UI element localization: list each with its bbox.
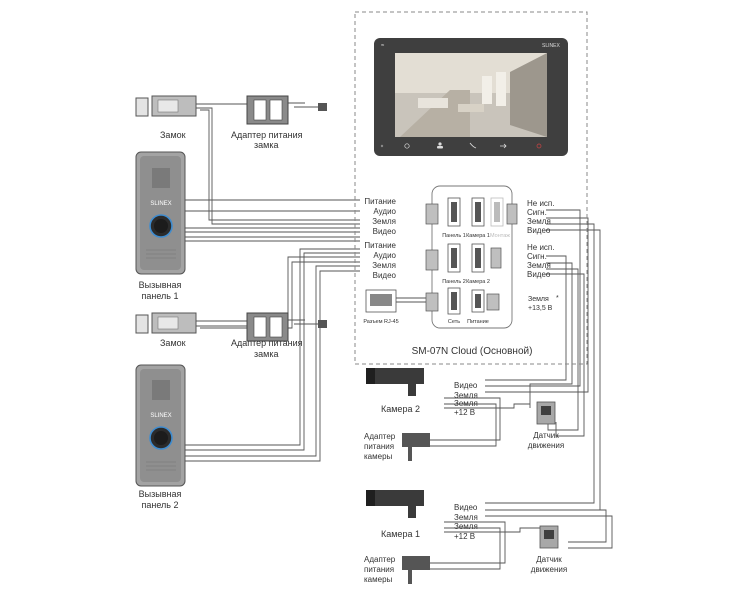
- svg-text:Земля: Земля: [454, 522, 478, 531]
- motion-sensor-2: Датчик движения: [528, 401, 564, 450]
- svg-text:Камера 2: Камера 2: [381, 404, 420, 414]
- svg-text:Камера 1: Камера 1: [381, 529, 420, 539]
- svg-text:+12 В: +12 В: [454, 532, 475, 541]
- wires: [185, 102, 613, 570]
- svg-text:Датчик: Датчик: [533, 431, 559, 440]
- lock-1: Замок: [135, 95, 197, 140]
- svg-text:Земля: Земля: [372, 217, 396, 226]
- status-led: [380, 144, 384, 148]
- svg-text:Не исп.: Не исп.: [527, 199, 554, 208]
- motion-sensor-1: Датчик движения: [531, 525, 567, 574]
- svg-text:движения: движения: [531, 565, 567, 574]
- panel-2-brand: SLINEX: [150, 413, 171, 419]
- svg-text:Земля: Земля: [527, 261, 551, 270]
- monitor-connectors: [365, 197, 518, 315]
- svg-text:Датчик: Датчик: [536, 555, 562, 564]
- connector-labels: Панель 1 Камера 1 Монтаж Панель 2 Камера…: [363, 233, 510, 325]
- svg-text:Видео: Видео: [454, 381, 478, 390]
- svg-text:панель 1: панель 1: [141, 291, 178, 301]
- svg-text:Земля: Земля: [454, 513, 478, 522]
- svg-text:Не исп.: Не исп.: [527, 243, 554, 252]
- handset-icon: [469, 142, 477, 149]
- terminal-labels-group1: Питание Аудио Земля Видео: [364, 197, 396, 236]
- camera-adapter-1: Адаптер питания камеры: [364, 555, 430, 584]
- svg-text:Аудио: Аудио: [373, 207, 396, 216]
- svg-text:Земля: Земля: [527, 217, 551, 226]
- lock-2-label: Замок: [160, 338, 186, 348]
- svg-text:Вызывная: Вызывная: [139, 489, 182, 499]
- svg-text:замка: замка: [254, 349, 278, 359]
- svg-text:замка: замка: [254, 140, 278, 150]
- svg-text:Видео: Видео: [454, 503, 478, 512]
- terminal-labels-right2: Не исп. Сигн. Земля Видео: [527, 243, 554, 279]
- lock-2: Замок: [135, 312, 197, 348]
- camera-1: Камера 1 Видео Земля Земля +12 В: [366, 490, 478, 541]
- camera-2: Камера 2 Видео Земля Земля +12 В: [366, 368, 478, 417]
- svg-text:камеры: камеры: [364, 575, 393, 584]
- svg-text:Видео: Видео: [373, 227, 397, 236]
- svg-text:Питание: Питание: [364, 197, 396, 206]
- svg-text:камеры: камеры: [364, 452, 393, 461]
- terminal-labels-group2: Питание Аудио Земля Видео: [364, 241, 396, 280]
- svg-text:Монтаж: Монтаж: [490, 233, 510, 239]
- svg-text:Панель 1: Панель 1: [442, 233, 466, 239]
- svg-text:Камера 1: Камера 1: [466, 233, 490, 239]
- svg-text:Камера 2: Камера 2: [466, 279, 490, 285]
- monitor-device: SLINEX ≈: [374, 38, 568, 156]
- svg-text:движения: движения: [528, 441, 564, 450]
- lock-adapter-2: Адаптер питания замка: [231, 312, 327, 359]
- svg-text:Сигн.: Сигн.: [527, 208, 547, 217]
- camera-adapter-2: Адаптер питания камеры: [364, 432, 430, 461]
- plug-icon: [318, 103, 327, 111]
- call-panel-2: SLINEX Вызывная панель 2: [135, 364, 186, 510]
- unlock-icon: [404, 143, 410, 149]
- svg-text:Видео: Видео: [527, 270, 551, 279]
- svg-text:Адаптер питания: Адаптер питания: [231, 338, 303, 348]
- svg-text:Вызывная: Вызывная: [139, 280, 182, 290]
- terminal-labels-right1: Не исп. Сигн. Земля Видео: [527, 199, 554, 235]
- svg-text:Адаптер питания: Адаптер питания: [231, 130, 303, 140]
- svg-text:+12 В: +12 В: [454, 408, 475, 417]
- svg-text:Видео: Видео: [373, 271, 397, 280]
- svg-text:*: *: [556, 295, 559, 302]
- terminal-labels-power: Земля +13,5 В *: [528, 295, 559, 312]
- lock-1-label: Замок: [160, 130, 186, 140]
- svg-text:Питание: Питание: [467, 319, 489, 325]
- svg-text:Видео: Видео: [527, 226, 551, 235]
- svg-text:Сеть: Сеть: [448, 319, 460, 325]
- svg-text:Земля: Земля: [528, 296, 549, 303]
- lock-adapter-1: Адаптер питания замка: [231, 95, 327, 150]
- panel-1-brand: SLINEX: [150, 201, 171, 207]
- user-icon: [438, 142, 442, 146]
- svg-text:панель 2: панель 2: [141, 500, 178, 510]
- svg-text:Адаптер: Адаптер: [364, 555, 396, 564]
- svg-text:Адаптер: Адаптер: [364, 432, 396, 441]
- svg-text:Разъем RJ-45: Разъем RJ-45: [363, 319, 398, 325]
- svg-text:Панель 2: Панель 2: [442, 279, 466, 285]
- svg-text:Земля: Земля: [372, 261, 396, 270]
- call-panel-1: SLINEX Вызывная панель 1: [135, 151, 186, 301]
- svg-text:Аудио: Аудио: [373, 251, 396, 260]
- svg-text:питания: питания: [364, 442, 394, 451]
- svg-text:Питание: Питание: [364, 241, 396, 250]
- wifi-icon: ≈: [381, 43, 385, 49]
- svg-text:+13,5 В: +13,5 В: [528, 305, 553, 312]
- arrow-icon: [500, 143, 507, 149]
- svg-text:Сигн.: Сигн.: [527, 252, 547, 261]
- svg-text:питания: питания: [364, 565, 394, 574]
- power-icon: [536, 143, 542, 149]
- monitor-title: SM-07N Cloud (Основной): [412, 346, 533, 357]
- monitor-brand: SLINEX: [542, 43, 560, 49]
- monitor-boundary: [354, 11, 588, 365]
- svg-text:Земля: Земля: [454, 399, 478, 408]
- svg-text:Земля: Земля: [454, 391, 478, 400]
- plug-icon: [318, 320, 327, 328]
